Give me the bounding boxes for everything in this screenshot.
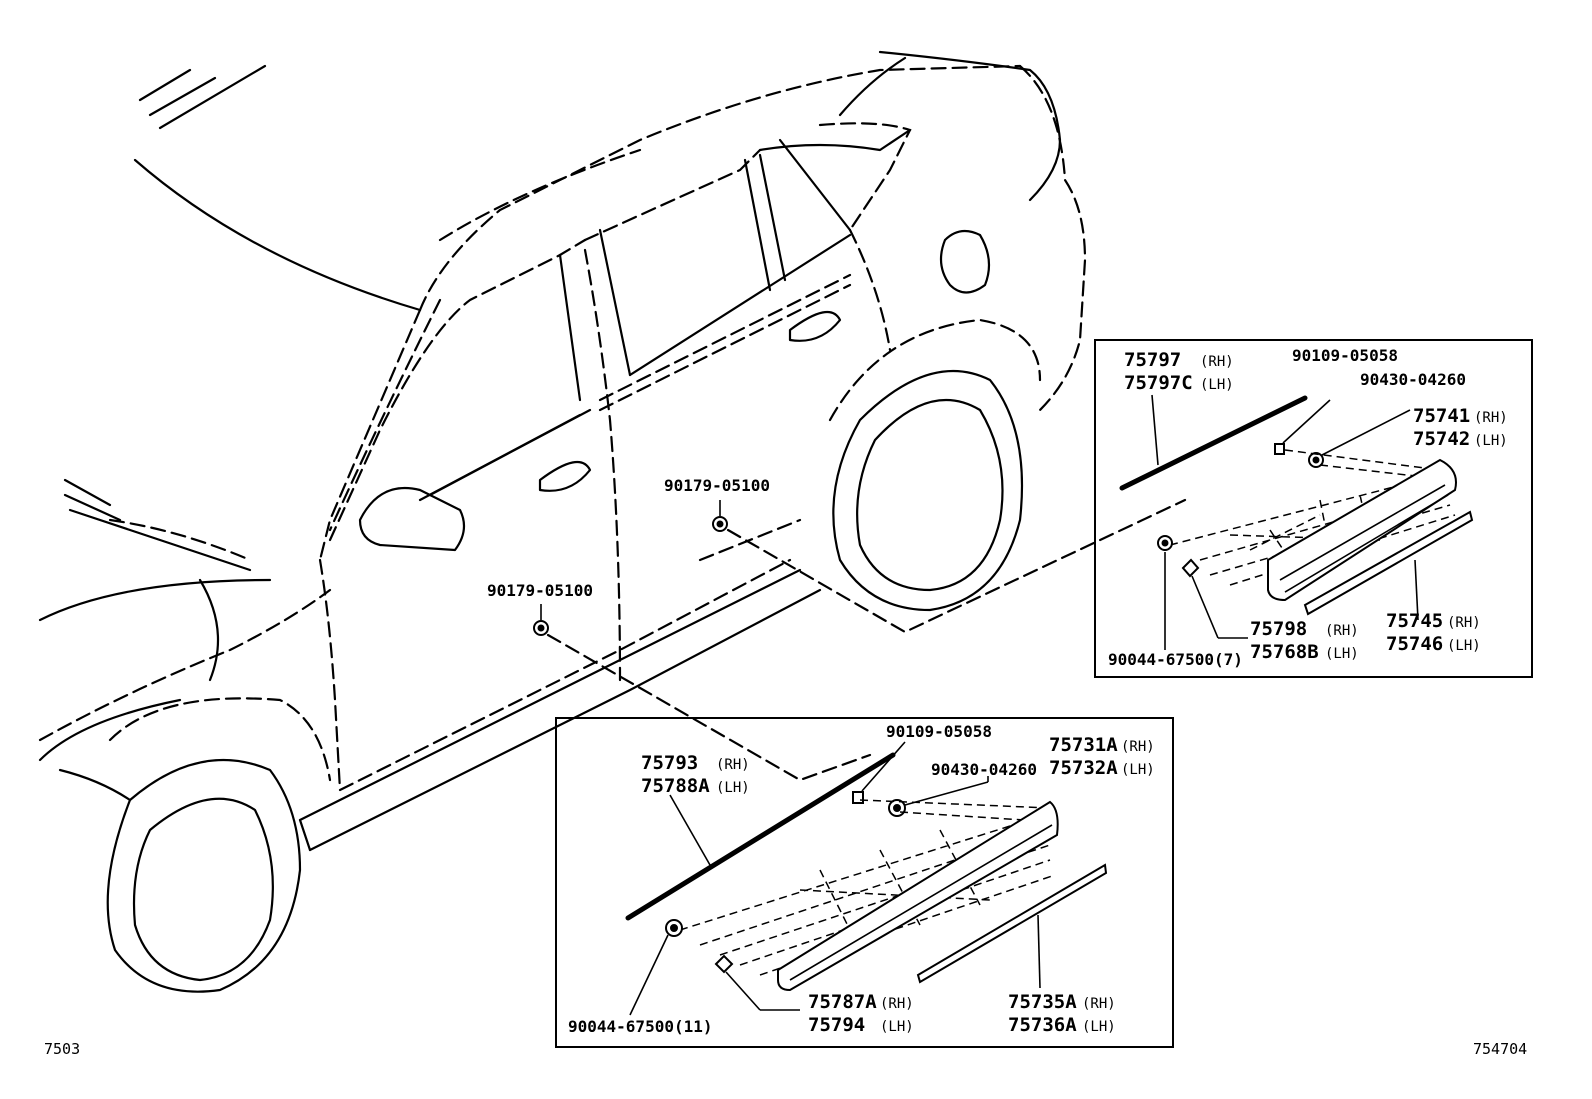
rear-small-clip	[1181, 558, 1200, 578]
front-lower-rh-tag: (RH)	[1082, 996, 1116, 1012]
rear-upper-moulding	[1119, 395, 1308, 491]
front-door-parts	[625, 741, 1108, 1016]
connector-rear	[726, 498, 1187, 634]
vehicle-callout-front: 90179-05100	[487, 581, 593, 600]
rear-smallclip-rh-part: 75798	[1250, 618, 1308, 640]
front-main-rh-part: 75731A	[1049, 734, 1118, 756]
connector-front	[546, 633, 872, 782]
front-lower-lh-tag: (LH)	[1082, 1019, 1116, 1035]
rear-lower-moulding	[1303, 510, 1474, 616]
rear-smallclip-rh-tag: (RH)	[1325, 623, 1359, 639]
front-small-clip	[714, 954, 734, 974]
front-main-moulding	[777, 800, 1059, 992]
front-main-rh-tag: (RH)	[1121, 739, 1155, 755]
rear-main-rh-part: 75741	[1413, 405, 1471, 427]
front-clip-part: 90044-67500(11)	[568, 1017, 713, 1036]
front-main-lh-tag: (LH)	[1121, 762, 1155, 778]
rear-main-moulding	[1267, 458, 1457, 602]
rear-upper-rh-part: 75797	[1124, 349, 1182, 371]
front-lower-rh-part: 75735A	[1008, 991, 1077, 1013]
front-smallclip-lh-part: 75794	[808, 1014, 866, 1036]
rear-lower-lh-part: 75746	[1386, 633, 1444, 655]
rear-door-box	[1094, 339, 1533, 678]
rear-main-rh-tag: (RH)	[1474, 410, 1508, 426]
rear-main-lh-part: 75742	[1413, 428, 1471, 450]
front-upper-moulding	[625, 752, 896, 921]
vehicle-fastener-front	[533, 604, 549, 636]
rear-upper-rh-tag: (RH)	[1200, 354, 1234, 370]
front-main-lh-part: 75732A	[1049, 757, 1118, 779]
rear-lower-lh-tag: (LH)	[1447, 638, 1481, 654]
page-ref: 7503	[44, 1040, 81, 1058]
front-door-box	[555, 717, 1174, 1048]
front-smallclip-rh-tag: (RH)	[880, 996, 914, 1012]
front-upper-rh-part: 75793	[641, 752, 699, 774]
front-screw	[852, 791, 864, 804]
vehicle-callout-rear: 90179-05100	[664, 476, 770, 495]
front-nut-part: 90430-04260	[931, 760, 1037, 779]
rear-clip-part: 90044-67500(7)	[1108, 650, 1243, 669]
front-smallclip-lh-tag: (LH)	[880, 1019, 914, 1035]
rear-upper-lh-part: 75797C	[1124, 372, 1193, 394]
front-smallclip-rh-part: 75787A	[808, 991, 877, 1013]
rear-main-lh-tag: (LH)	[1474, 433, 1508, 449]
illustration-number: 754704	[1473, 1040, 1528, 1058]
rear-door-parts	[1119, 394, 1474, 650]
front-upper-rh-tag: (RH)	[716, 757, 750, 773]
rear-nut-part: 90430-04260	[1360, 370, 1466, 389]
vehicle-fastener-rear	[712, 500, 728, 532]
front-upper-lh-tag: (LH)	[716, 780, 750, 796]
front-lower-lh-part: 75736A	[1008, 1014, 1077, 1036]
rear-lower-rh-tag: (RH)	[1447, 615, 1481, 631]
front-lower-moulding	[916, 863, 1108, 984]
rear-lower-rh-part: 75745	[1386, 610, 1444, 632]
front-upper-lh-part: 75788A	[641, 775, 710, 797]
rear-smallclip-lh-tag: (LH)	[1325, 646, 1359, 662]
rear-smallclip-lh-part: 75768B	[1250, 641, 1319, 663]
rear-upper-lh-tag: (LH)	[1200, 377, 1234, 393]
front-screw-part: 90109-05058	[886, 722, 992, 741]
vehicle-body	[38, 50, 1087, 993]
rear-screw-part: 90109-05058	[1292, 346, 1398, 365]
rear-screw	[1274, 443, 1285, 455]
